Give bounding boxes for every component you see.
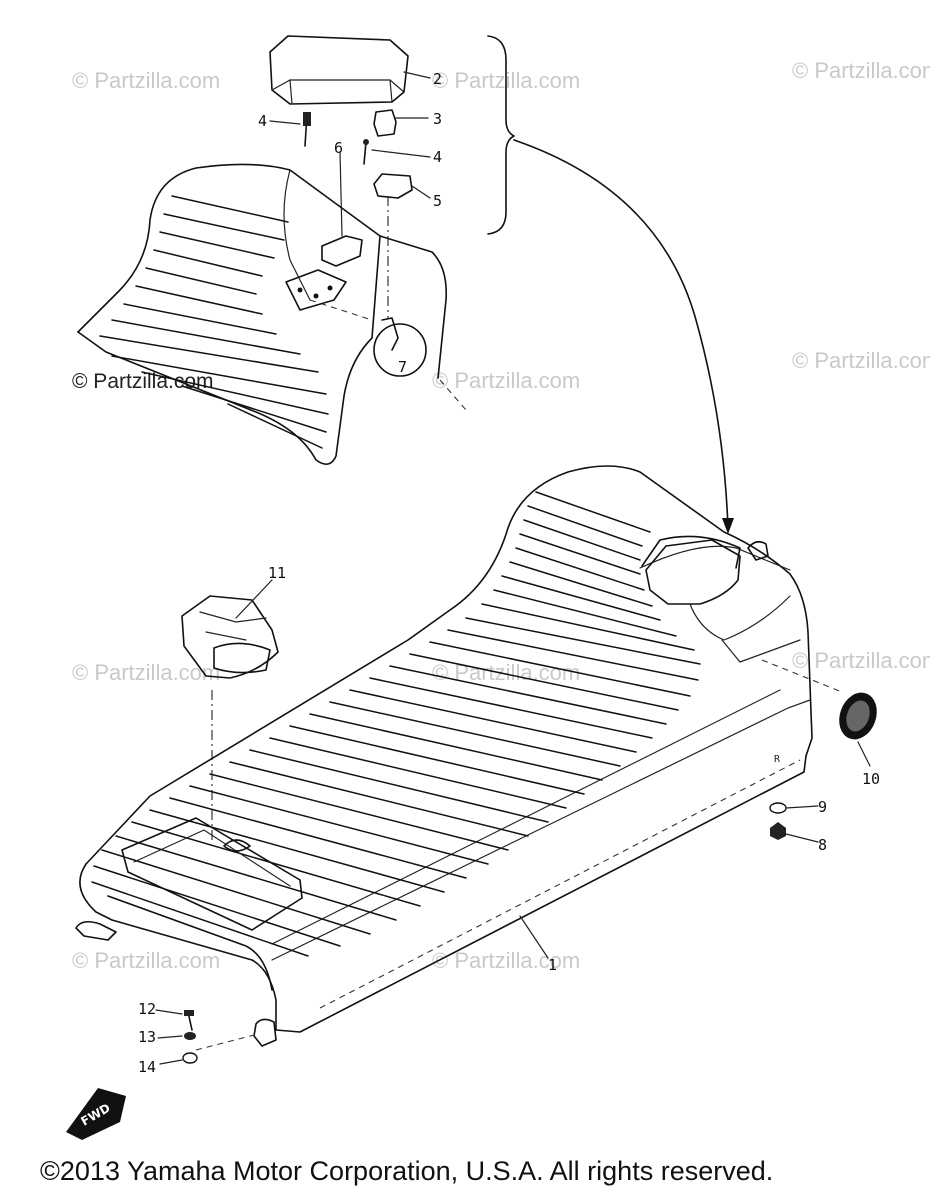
watermark: © Partzilla.com	[432, 368, 580, 393]
part-10-emblem	[839, 692, 877, 767]
callout-13: 13	[138, 1028, 156, 1046]
watermark-layer: © Partzilla.com © Partzilla.com © Partzi…	[72, 58, 930, 973]
part-4-screw	[269, 112, 311, 147]
detail-seat	[77, 163, 467, 465]
watermark: © Partzilla.com	[72, 660, 220, 685]
detail-view	[77, 35, 515, 465]
part-4-screw-b	[363, 139, 431, 165]
callout-11: 11	[268, 564, 286, 582]
part-2-pad	[269, 35, 431, 105]
part-3-clip	[373, 109, 429, 137]
watermark: © Partzilla.com	[72, 370, 214, 393]
callout-7: 7	[398, 358, 407, 376]
callout-2: 2	[433, 70, 442, 88]
callout-1: 1	[548, 956, 557, 974]
leader-arrow	[513, 139, 729, 529]
callout-5: 5	[433, 192, 442, 210]
callout-10: 10	[862, 770, 880, 788]
main-seat: R	[75, 465, 843, 1051]
callout-3: 3	[433, 110, 442, 128]
callout-14: 14	[138, 1058, 156, 1076]
parts-8-9	[769, 802, 819, 843]
part-6-base	[321, 151, 363, 267]
callout-8: 8	[818, 836, 827, 854]
callout-6: 6	[334, 139, 343, 157]
fwd-arrow-icon: FWD	[66, 1088, 126, 1140]
group-bracket	[487, 35, 515, 235]
watermark: © Partzilla.com	[72, 68, 220, 93]
part-5-bracket	[373, 173, 431, 199]
callout-9: 9	[818, 798, 827, 816]
callout-4: 4	[433, 148, 442, 166]
arrow-head	[722, 518, 734, 534]
callout-labels: 2 4 3 6 4 5 7 11 10 9 8 1 12 13 14	[138, 70, 880, 1076]
side-marker: R	[774, 754, 781, 765]
watermark: © Partzilla.com	[792, 348, 930, 373]
part-1-leader	[519, 915, 549, 959]
callout-12: 12	[138, 1000, 156, 1018]
watermark: © Partzilla.com	[72, 948, 220, 973]
part-11-pouch	[181, 579, 279, 840]
watermark: © Partzilla.com	[432, 948, 580, 973]
watermark: © Partzilla.com	[792, 648, 930, 673]
copyright-notice: ©2013 Yamaha Motor Corporation, U.S.A. A…	[40, 1156, 774, 1186]
callout-4: 4	[258, 112, 267, 130]
seat-ribs	[91, 491, 701, 957]
parts-12-14	[155, 1009, 198, 1065]
watermark: © Partzilla.com	[792, 58, 930, 83]
